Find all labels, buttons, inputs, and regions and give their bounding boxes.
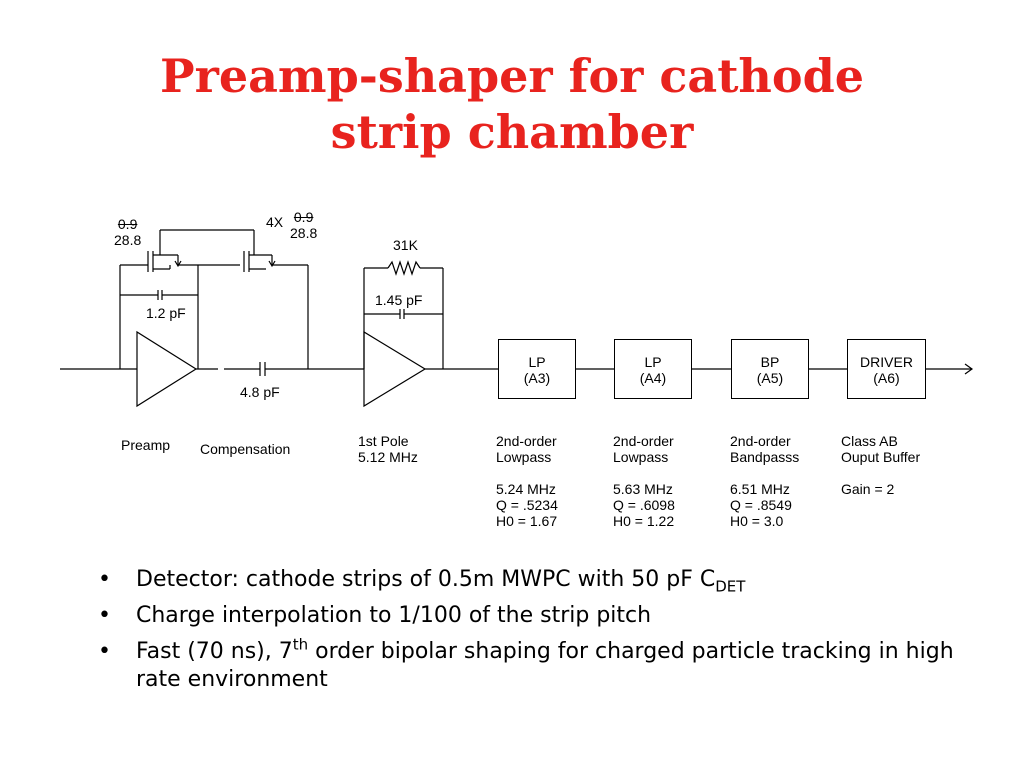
caption-a3-h0: H0 = 1.67 <box>496 513 558 529</box>
caption-a5-line2: Bandpasss <box>730 449 800 465</box>
block-lp-a4-id: (A4) <box>639 370 667 386</box>
title-line-2: strip chamber <box>330 105 694 159</box>
caption-a3-line2: Lowpass <box>496 449 552 465</box>
cap-feedback-1-label: 1.2 pF <box>146 305 186 321</box>
caption-first-pole-line2: 5.12 MHz <box>358 449 418 465</box>
block-driver-a6-id: (A6) <box>873 370 900 386</box>
block-driver-a6-name: DRIVER <box>860 354 913 370</box>
caption-a4: 2nd-order Lowpass 5.63 MHz Q = .6098 H0 … <box>613 433 675 529</box>
caption-first-pole-line1: 1st Pole <box>358 433 409 449</box>
fet1-numerator: 0.9 <box>117 216 138 232</box>
block-lp-a4-name: LP <box>644 354 662 370</box>
bullet-3-superscript: th <box>292 635 309 654</box>
block-bp-a5-name: BP <box>760 354 780 370</box>
block-bp-a5: BP (A5) <box>731 339 809 399</box>
fet1-ratio: 0.9 28.8 <box>114 216 141 248</box>
caption-a3-q: Q = .5234 <box>496 497 558 513</box>
cap-series-label: 4.8 pF <box>240 384 280 400</box>
bullet-3-text-after: order bipolar shaping for charged partic… <box>136 639 954 692</box>
caption-a4-q: Q = .6098 <box>613 497 675 513</box>
bullet-3-text-before: Fast (70 ns), 7 <box>136 639 293 664</box>
fet2-multiplier: 4X <box>266 214 284 230</box>
page-title: Preamp-shaper for cathode strip chamber <box>0 48 1024 160</box>
caption-a3-freq: 5.24 MHz <box>496 481 556 497</box>
caption-a6-gain: Gain = 2 <box>841 481 895 497</box>
fet2-numerator: 0.9 <box>293 209 314 225</box>
block-lp-a3-id: (A3) <box>523 370 551 386</box>
caption-a6-line1: Class AB <box>841 433 898 449</box>
fet2-denominator: 28.8 <box>290 225 318 241</box>
cap-feedback-2-label: 1.45 pF <box>375 292 423 308</box>
bullet-item: Fast (70 ns), 7th order bipolar shaping … <box>98 635 998 694</box>
bullet-1-text: Detector: cathode strips of 0.5m MWPC wi… <box>136 567 716 592</box>
caption-a5: 2nd-order Bandpasss 6.51 MHz Q = .8549 H… <box>730 433 799 529</box>
block-driver-a6: DRIVER (A6) <box>847 339 926 399</box>
bullet-list: Detector: cathode strips of 0.5m MWPC wi… <box>98 566 998 702</box>
preamp-amplifier <box>136 330 198 408</box>
caption-a6: Class AB Ouput Buffer Gain = 2 <box>841 433 920 497</box>
caption-a4-line2: Lowpass <box>613 449 669 465</box>
resistor-label: 31K <box>393 237 418 253</box>
caption-a4-line1: 2nd-order <box>613 433 674 449</box>
caption-a5-freq: 6.51 MHz <box>730 481 790 497</box>
resistor-31k <box>387 260 421 276</box>
caption-preamp: Preamp <box>121 437 171 453</box>
title-line-1: Preamp-shaper for cathode <box>160 49 864 103</box>
caption-a4-freq: 5.63 MHz <box>613 481 673 497</box>
caption-compensation: Compensation <box>200 441 291 457</box>
bullet-2-text: Charge interpolation to 1/100 of the str… <box>136 603 652 628</box>
bullet-item: Detector: cathode strips of 0.5m MWPC wi… <box>98 566 998 594</box>
first-pole-amplifier <box>363 330 427 408</box>
caption-a4-h0: H0 = 1.22 <box>613 513 675 529</box>
caption-first-pole: 1st Pole 5.12 MHz <box>358 433 418 465</box>
block-bp-a5-id: (A5) <box>756 370 784 386</box>
output-arrow <box>964 363 974 375</box>
block-lp-a3-name: LP <box>528 354 546 370</box>
caption-a3: 2nd-order Lowpass 5.24 MHz Q = .5234 H0 … <box>496 433 558 529</box>
caption-a5-h0: H0 = 3.0 <box>730 513 784 529</box>
caption-a3-line1: 2nd-order <box>496 433 557 449</box>
bullet-item: Charge interpolation to 1/100 of the str… <box>98 602 998 630</box>
fet2-ratio: 0.9 28.8 <box>290 209 317 241</box>
caption-a5-line1: 2nd-order <box>730 433 791 449</box>
block-lp-a4: LP (A4) <box>614 339 692 399</box>
caption-a5-q: Q = .8549 <box>730 497 792 513</box>
fet1-denominator: 28.8 <box>114 232 142 248</box>
block-lp-a3: LP (A3) <box>498 339 576 399</box>
bullet-1-subscript: DET <box>715 577 746 596</box>
caption-a6-line2: Ouput Buffer <box>841 449 921 465</box>
